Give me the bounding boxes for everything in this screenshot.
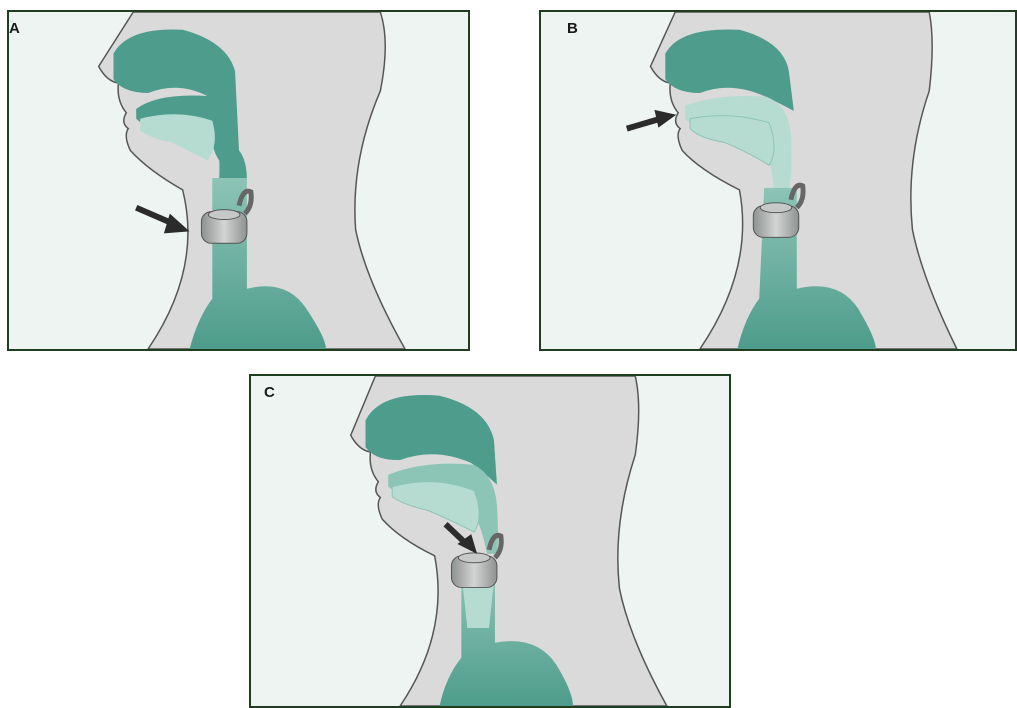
panel-b: B <box>539 10 1017 351</box>
panel-label-b: B <box>567 20 578 37</box>
panel-label-c: C <box>264 384 275 401</box>
airway-diagram-b <box>541 12 1015 349</box>
panel-a: A <box>7 10 470 351</box>
arrow-icon <box>136 208 189 234</box>
panel-label-a: A <box>9 20 20 37</box>
panel-c: C <box>249 374 731 708</box>
arrow-icon <box>627 110 676 129</box>
airway-diagram-c <box>251 376 729 706</box>
airway-diagram-a <box>9 12 468 349</box>
